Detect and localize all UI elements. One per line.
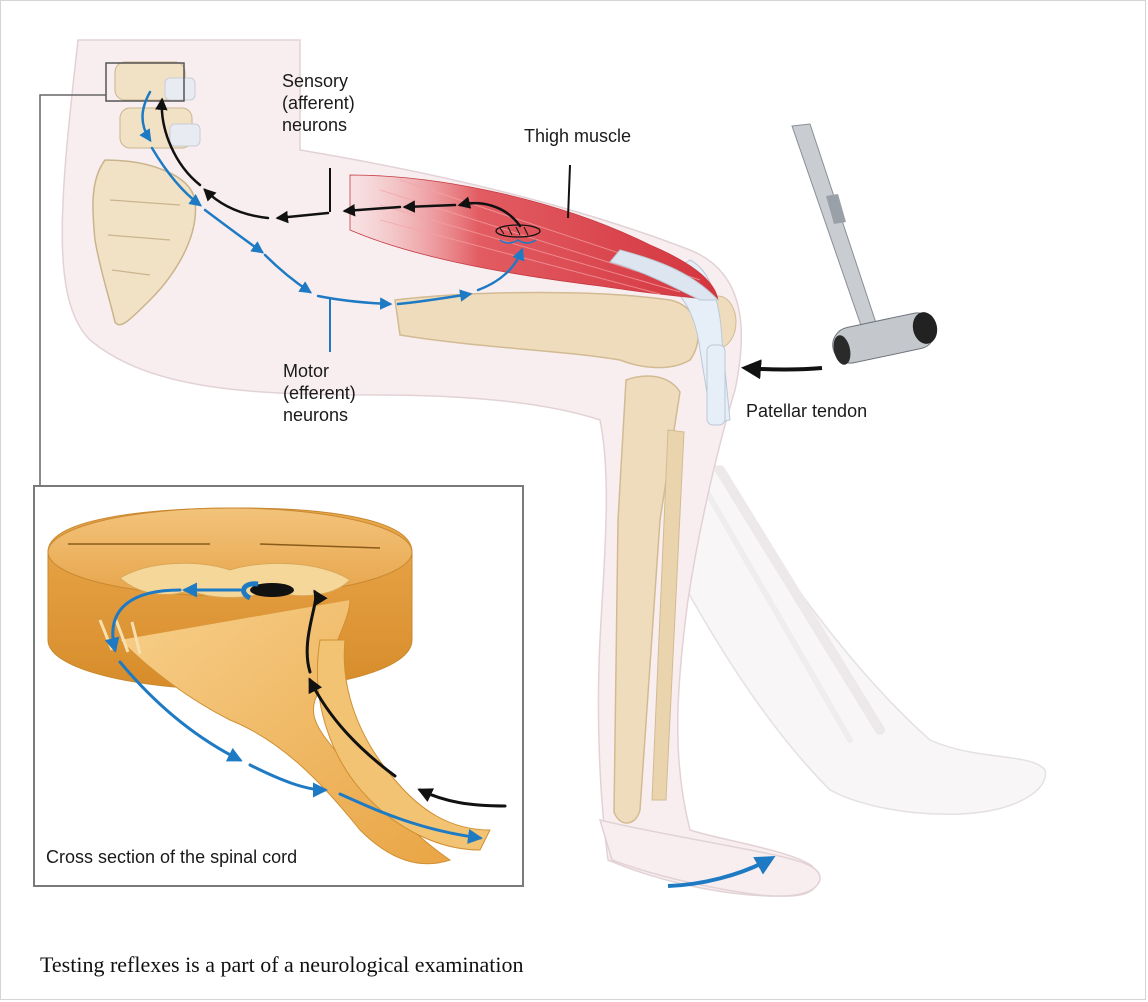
hammer-tap-arrow (745, 368, 822, 370)
sensory-label-line3: neurons (282, 114, 347, 136)
thigh-muscle-label: Thigh muscle (524, 125, 631, 147)
motor-label-line1: Motor (283, 360, 329, 382)
motor-label-line2: (efferent) (283, 382, 356, 404)
sensory-label-line2: (afferent) (282, 92, 355, 114)
patellar-tendon-label: Patellar tendon (746, 400, 867, 422)
lower-leg-foot (600, 820, 820, 896)
motor-label-line3: neurons (283, 404, 348, 426)
spinal-cord-cross-section-inset (34, 486, 523, 886)
inset-title: Cross section of the spinal cord (46, 846, 297, 868)
reflex-hammer-icon (792, 124, 940, 366)
extended-leg-ghost (650, 440, 1045, 814)
sensory-label-line1: Sensory (282, 70, 348, 92)
figure-caption: Testing reflexes is a part of a neurolog… (40, 952, 524, 978)
